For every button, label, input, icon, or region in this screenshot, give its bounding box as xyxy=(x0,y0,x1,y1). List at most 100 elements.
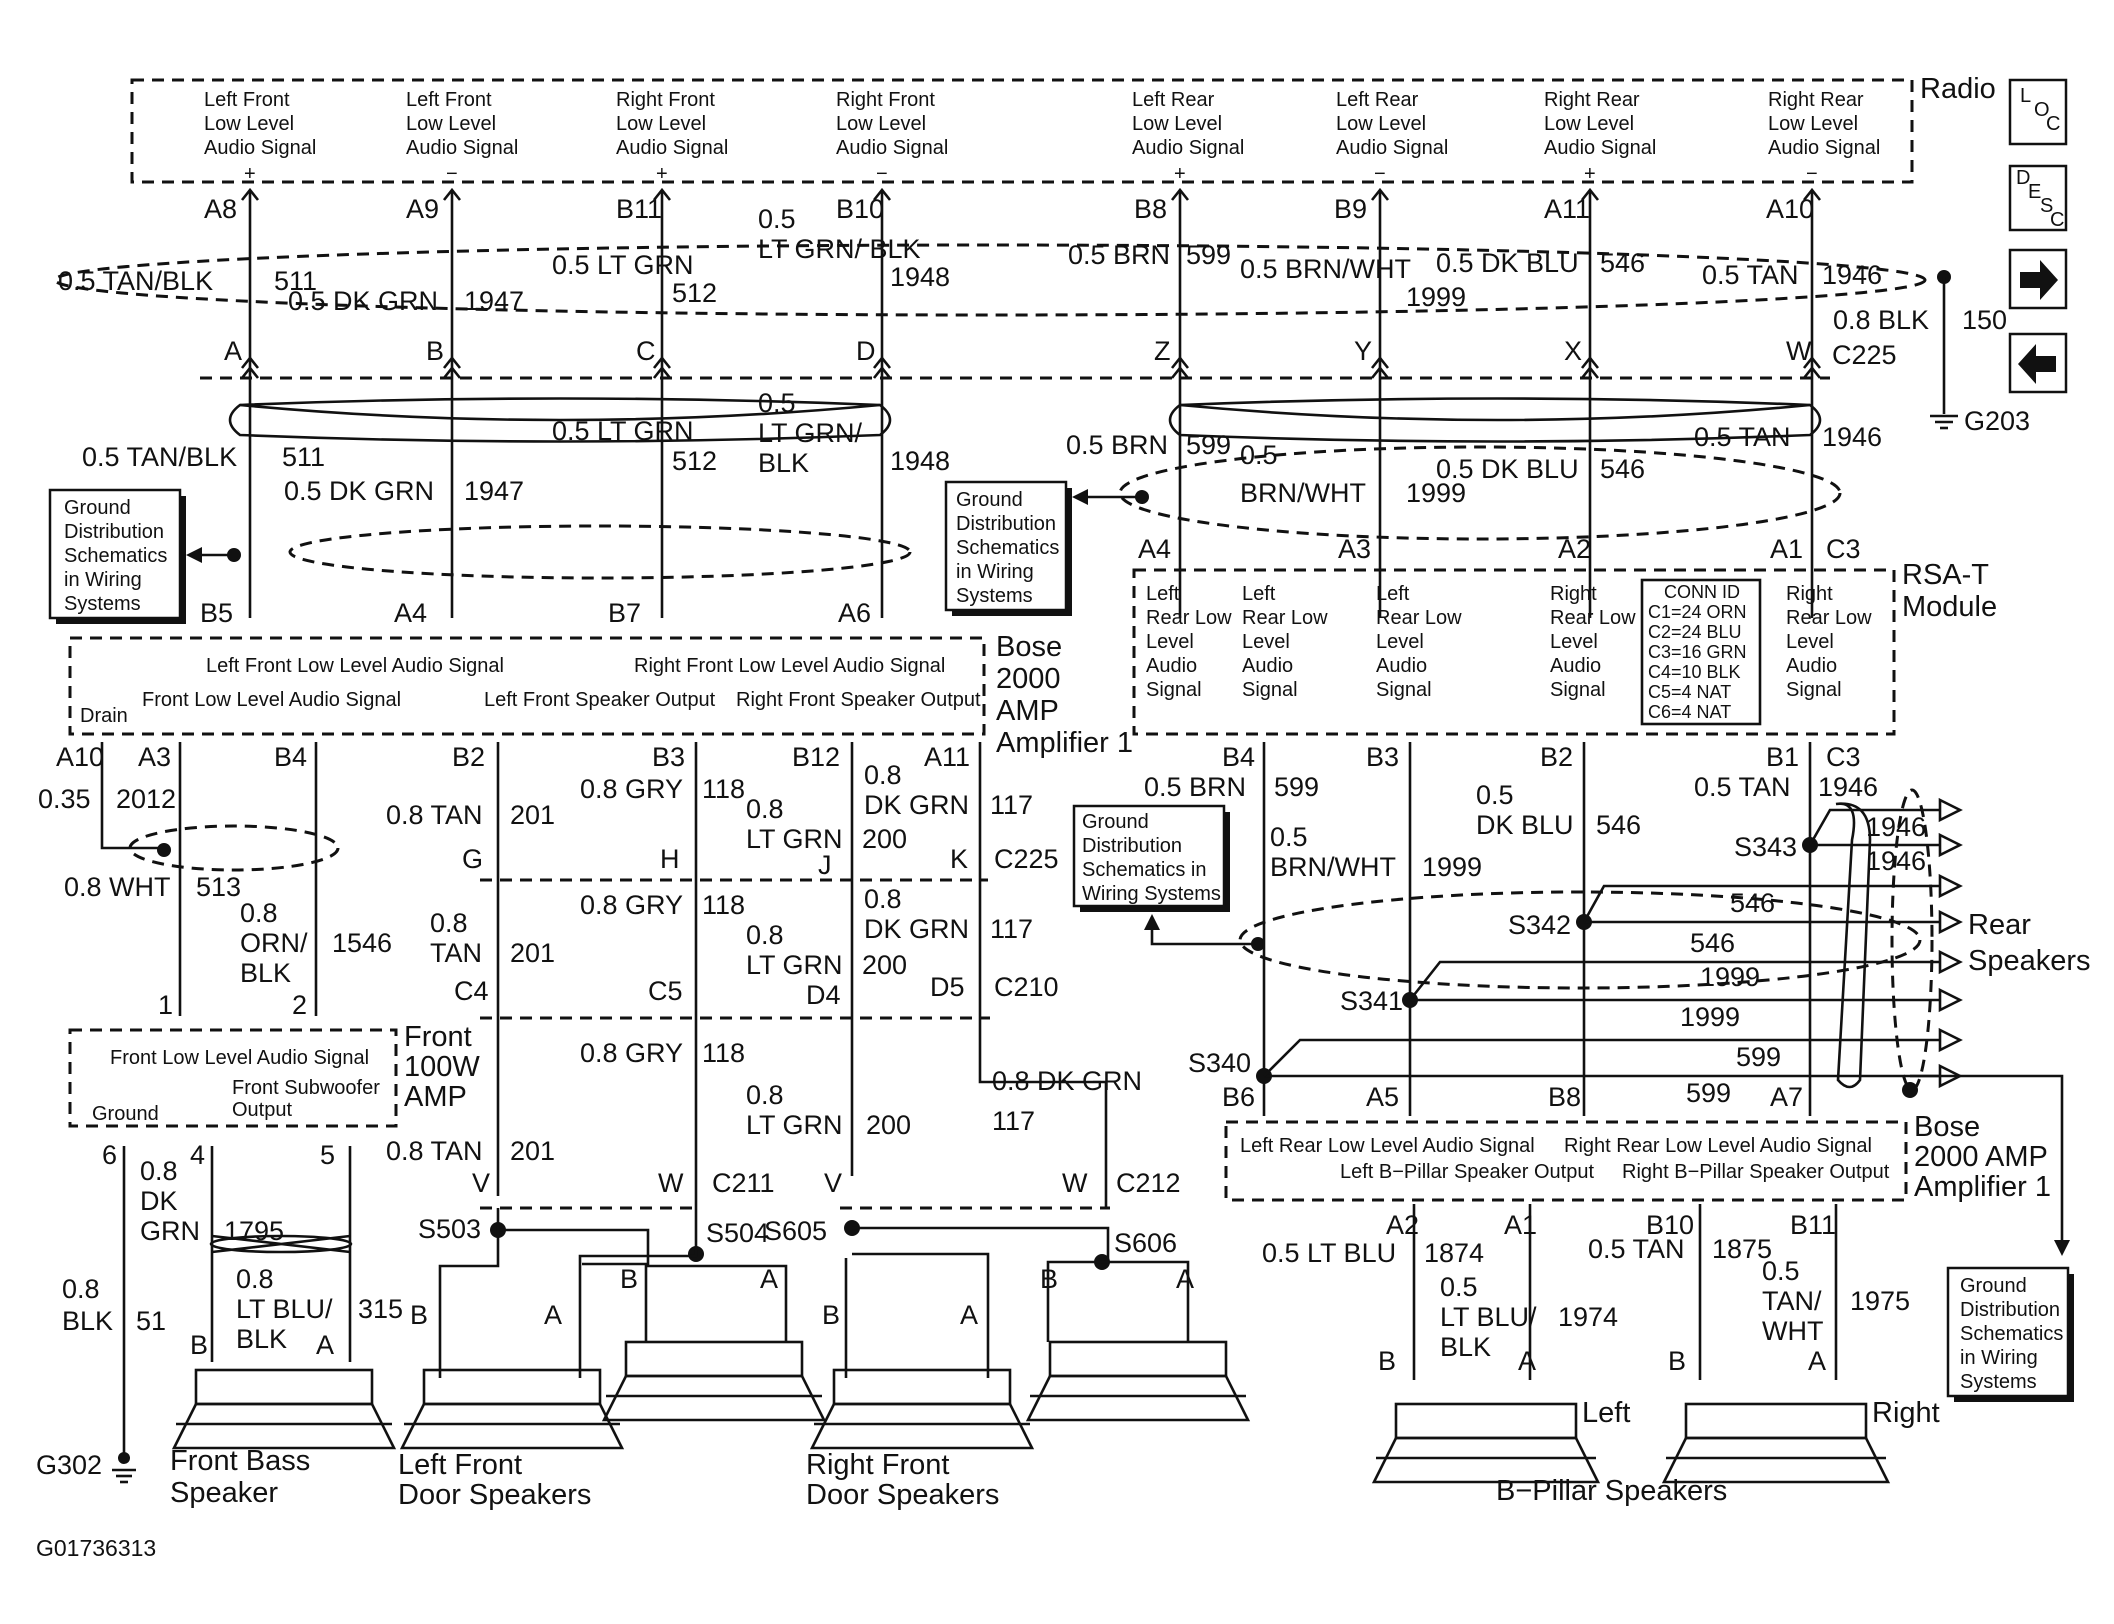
radio-signal-label: Audio Signal xyxy=(836,137,948,159)
sub-minus-circuit: 1546 xyxy=(332,928,392,958)
upper-wire-circuit: 512 xyxy=(672,278,717,308)
front-amp-output: Output xyxy=(232,1099,292,1121)
connector-chevron xyxy=(442,355,462,379)
left-front-label: Left Front xyxy=(398,1449,522,1481)
radio-signal-polarity: + xyxy=(1584,163,1596,185)
radio-signal-label: Low Level xyxy=(836,113,926,135)
rsa-col-label: Audio xyxy=(1242,655,1293,677)
ground-dist-box-left[interactable]: Ground Distribution Schematics in Wiring… xyxy=(48,488,241,624)
rf-plus-circuit-lower: 200 xyxy=(862,950,907,980)
bose-rear-row1-left: Left Rear Low Level Audio Signal xyxy=(1240,1135,1535,1157)
rsa-pin: A4 xyxy=(1138,534,1171,564)
right-front-label: Right Front xyxy=(806,1449,949,1481)
radio-component: Radio xyxy=(130,73,1996,184)
prev-arrow-button[interactable] xyxy=(2008,332,2068,394)
bp-pin-b11: B11 xyxy=(1790,1210,1836,1240)
lower-wire-gauge: 0.5 TAN xyxy=(1694,422,1791,452)
speaker-terminal-label: A xyxy=(760,1264,778,1294)
rear-speakers-label-1: Rear xyxy=(1968,909,2031,941)
rsa-col-label: Level xyxy=(1242,631,1290,653)
ground-dist-box-right[interactable]: Ground Distribution Schematics in Wiring… xyxy=(1910,1074,2074,1402)
speaker-terminal-label: B xyxy=(1040,1264,1058,1294)
speaker-terminal-label: B xyxy=(1378,1346,1396,1376)
lf-plus-circuit: 201 xyxy=(510,800,555,830)
speaker-terminal-label: A xyxy=(544,1300,562,1330)
radio-signal-label: Audio Signal xyxy=(204,137,316,159)
lower-wire-circuit: 1999 xyxy=(1406,478,1466,508)
radio-signal-label: Left Front xyxy=(406,89,492,111)
connector-chevron xyxy=(1170,355,1190,379)
rear-label-1946-b: 1946 xyxy=(1866,846,1926,876)
sub-pin-1: 1 xyxy=(158,990,173,1020)
ground-dist-box-center[interactable]: Ground Distribution Schematics in Wiring… xyxy=(1072,804,1265,951)
radio-signal-polarity: + xyxy=(244,163,256,185)
splice-s503: S503 xyxy=(418,1214,481,1244)
rf-minus-circuit: 117 xyxy=(990,790,1033,820)
rsa-col-label: Level xyxy=(1146,631,1194,653)
speaker-terminal-label: B xyxy=(822,1300,840,1330)
loc-button[interactable]: L O C xyxy=(2008,78,2068,146)
arrow-icon xyxy=(1938,987,1963,1013)
pin-a3-bose: A3 xyxy=(138,742,171,772)
front-amp-ground: Ground xyxy=(92,1103,159,1125)
next-arrow-button[interactable] xyxy=(2008,248,2068,310)
lf-plus-circuit-lower: 201 xyxy=(510,938,555,968)
gd-right-line-4: in Wiring xyxy=(1960,1347,2038,1369)
lf-plus-circuit-c4: 201 xyxy=(510,1136,555,1166)
rear-label-546-b: 546 xyxy=(1690,928,1735,958)
loc-letter-c: C xyxy=(2046,113,2060,135)
ground-g302-icon xyxy=(112,1452,136,1484)
connector-chevron xyxy=(1580,355,1600,379)
splice-s342: S342 xyxy=(1508,910,1571,940)
rear-brn-circuit: 599 xyxy=(1274,772,1319,802)
pin-b3-bose: B3 xyxy=(652,742,685,772)
radio-pin: B9 xyxy=(1334,194,1367,224)
bose-front-row1-left: Left Front Low Level Audio Signal xyxy=(206,655,504,677)
radio-signal-label: Audio Signal xyxy=(1768,137,1880,159)
rf-minus-conn: K xyxy=(950,844,968,874)
rf-minus-conn2: D5 xyxy=(930,972,965,1002)
left-front-speaker-a-icon xyxy=(399,1368,625,1450)
bpillar-right-label: Right xyxy=(1872,1397,1940,1429)
arrow-icon xyxy=(1938,873,1963,899)
lf-minus-gauge: 0.8 GRY xyxy=(580,774,683,804)
rear-pin-b8: B8 xyxy=(1548,1082,1581,1112)
rf-plus-gauge-lower-2: LT GRN xyxy=(746,950,843,980)
connector-chevron xyxy=(1802,187,1822,201)
rf-plus-gauge-lower-1: 0.8 xyxy=(746,920,784,950)
pin-w-right: W xyxy=(1062,1168,1088,1198)
conn-id-row: C6=4 NAT xyxy=(1648,702,1731,722)
radio-signal-label: Low Level xyxy=(1768,113,1858,135)
front-amp-title-3: AMP xyxy=(404,1081,467,1113)
sub-minus-gauge-2: ORN/ xyxy=(240,928,308,958)
connector-chevron xyxy=(1370,187,1390,201)
bp-pin-a1: A1 xyxy=(1504,1210,1537,1240)
rear-pin-a7: A7 xyxy=(1770,1082,1803,1112)
gd-mid-line-2: Distribution xyxy=(956,513,1056,535)
front-amp-title-2: 100W xyxy=(404,1051,480,1083)
speaker-terminal-label: A xyxy=(1176,1264,1194,1294)
c225-pin: B xyxy=(426,336,444,366)
lower-wire-gauge: BLK xyxy=(758,448,809,478)
bose-rear-row2-right: Right B−Pillar Speaker Output xyxy=(1622,1161,1890,1183)
loc-letter-l: L xyxy=(2020,85,2031,107)
rsa-col-label: Level xyxy=(1550,631,1598,653)
rsa-col-label: Signal xyxy=(1242,679,1298,701)
c225-pin: C xyxy=(636,336,656,366)
rsa-title-1: RSA-T xyxy=(1902,559,1989,591)
rsa-col-label: Audio xyxy=(1146,655,1197,677)
lower-wire-gauge: BRN/WHT xyxy=(1240,478,1366,508)
ground-dist-box-mid[interactable]: Ground Distribution Schematics in Wiring… xyxy=(944,480,1149,616)
rf-minus-circuit-c4: 117 xyxy=(992,1106,1035,1136)
lower-wire-gauge: 0.5 TAN/BLK xyxy=(82,442,237,472)
upper-wire-circuit: 1947 xyxy=(464,286,524,316)
ground-g302-label: G302 xyxy=(36,1450,102,1480)
splice-s341: S341 xyxy=(1340,986,1403,1016)
bass-plus-gauge-2: DK xyxy=(140,1186,178,1216)
front-amp-row1: Front Low Level Audio Signal xyxy=(110,1047,369,1069)
desc-button[interactable]: D E S C xyxy=(2008,164,2068,232)
bose-pin: A4 xyxy=(394,598,427,628)
radio-signal-label: Low Level xyxy=(406,113,496,135)
c225-pin: Y xyxy=(1354,336,1372,366)
